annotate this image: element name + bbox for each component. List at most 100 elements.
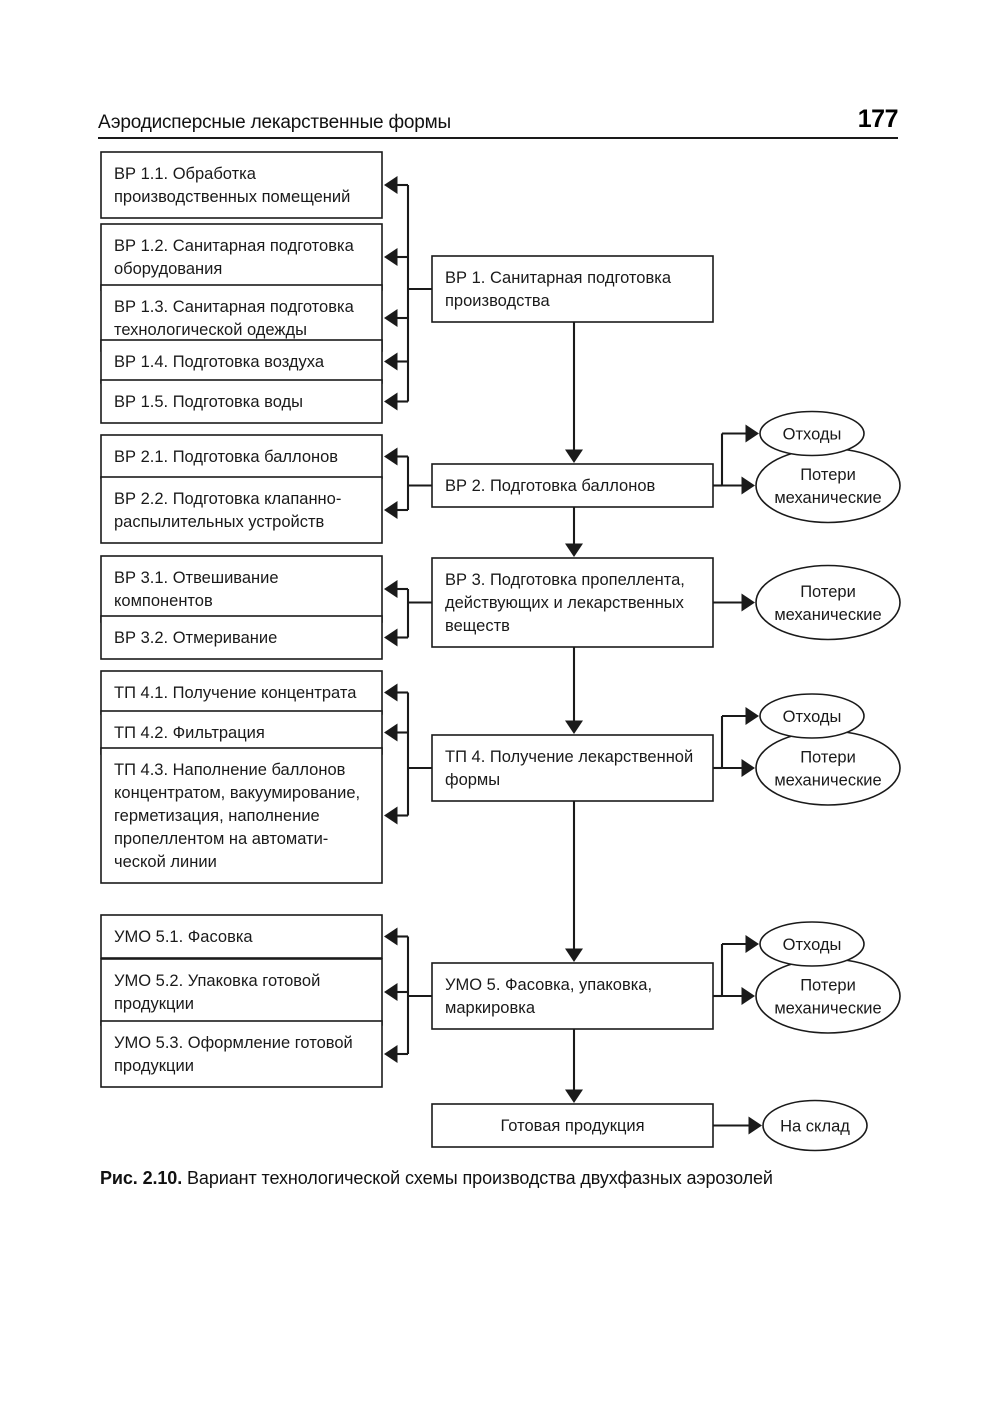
running-head-title: Аэродисперсные лекарственные формы [98, 112, 451, 133]
output-vr2-1-shape [759, 410, 865, 457]
main-node-umo5-line-0: УМО 5. Фасовка, упаковка, [445, 976, 652, 994]
trunk-arrowhead-vr1-to-vr2 [565, 449, 583, 463]
substep-umo5-3-line-0: УМО 5.3. Оформление готовой [114, 1034, 353, 1052]
main-node-tp4-line-1: формы [445, 771, 500, 789]
feeder-arrowhead-umo5-1 [384, 927, 398, 946]
main-node-tp4-shape [431, 734, 714, 802]
substep-vr1-1-shape [100, 151, 383, 219]
substep-vr2-2-line-1: распылительных устройств [114, 513, 325, 531]
substep-vr1-1-line-0: ВР 1.1. Обработка [114, 165, 257, 183]
substep-umo5-1-line-0: УМО 5.1. Фасовка [114, 928, 253, 946]
substep-tp4-3-shape [100, 747, 383, 884]
feeder-arrowhead-tp4-1 [384, 683, 398, 702]
feeder-arrowhead-vr3-1 [384, 580, 398, 598]
page-number: 177 [857, 105, 899, 133]
substep-tp4-3-line-3: пропеллентом на автомати- [114, 830, 328, 848]
substep-vr3-2-line-0: ВР 3.2. Отмеривание [114, 629, 277, 647]
figure-caption-label: Рис. 2.10. [100, 1168, 183, 1188]
out-arrowhead-vr3-1 [741, 593, 755, 612]
feeder-arrowhead-vr2-1 [384, 447, 398, 466]
feeder-arrowhead-vr1-2 [384, 248, 398, 266]
substep-vr2-1-shape [100, 434, 383, 479]
substep-vr1-5-line-0: ВР 1.5. Подготовка воды [114, 393, 303, 411]
output-vr2-2-shape [755, 447, 901, 524]
header-divider [98, 137, 898, 139]
output-umo5-1-line-0: Отходы [783, 936, 842, 954]
output-final-1-shape [762, 1099, 868, 1152]
output-vr3-1-line-1: механические [774, 606, 881, 624]
main-node-final-shape [431, 1103, 714, 1148]
substep-tp4-3: ТП 4.3. Наполнение баллоновконцентратом,… [100, 747, 383, 884]
substep-umo5-1: УМО 5.1. Фасовка [100, 914, 383, 959]
substep-vr1-2-shape [100, 223, 383, 291]
running-head: Аэродисперсные лекарственные формы 177 [98, 100, 899, 134]
feeder-arrowhead-umo5-2 [384, 983, 398, 1001]
substep-tp4-1-shape [100, 670, 383, 715]
substep-vr2-1-line-0: ВР 2.1. Подготовка баллонов [114, 448, 338, 466]
main-node-umo5: УМО 5. Фасовка, упаковка, маркировка [431, 962, 714, 1030]
output-umo5-1: Отходы [759, 921, 865, 967]
main-node-vr3-line-2: веществ [445, 617, 510, 635]
out-arrowhead-umo5-2 [741, 987, 755, 1005]
feeder-arrowhead-tp4-3 [384, 806, 398, 825]
out-arrowhead-umo5-1 [745, 935, 759, 953]
substep-vr3-2-shape [100, 615, 383, 660]
substep-umo5-3-line-1: продукции [114, 1057, 194, 1075]
main-node-vr1-line-0: ВР 1. Санитарная подготовка [445, 269, 672, 287]
output-tp4-1-shape [759, 693, 865, 739]
main-node-final: Готовая продукция [431, 1103, 714, 1148]
main-node-vr2-shape [431, 463, 714, 508]
trunk-arrowhead-tp4-to-umo5 [565, 948, 583, 962]
out-arrowhead-vr2-2 [741, 476, 755, 495]
main-node-umo5-line-1: маркировка [445, 999, 536, 1017]
substep-vr1-2-line-0: ВР 1.2. Санитарная подготовка [114, 237, 355, 255]
main-node-vr2: ВР 2. Подготовка баллонов [431, 463, 714, 508]
substep-vr1-2: ВР 1.2. Санитарная подготовкаоборудовани… [100, 223, 383, 291]
feeder-arrowhead-vr2-2 [384, 501, 398, 519]
substep-vr1-1-line-1: производственных помещений [114, 188, 350, 206]
substep-vr3-1-line-1: компонентов [114, 592, 213, 610]
substep-vr1-3-line-0: ВР 1.3. Санитарная подготовка [114, 298, 355, 316]
substep-vr1-4-line-0: ВР 1.4. Подготовка воздуха [114, 353, 325, 371]
substep-tp4-2-line-0: ТП 4.2. Фильтрация [114, 724, 265, 742]
out-arrowhead-final-1 [748, 1116, 762, 1135]
output-vr2-2-line-0: Потери [800, 466, 856, 484]
substep-umo5-3: УМО 5.3. Оформление готовой продукции [100, 1020, 383, 1088]
substep-vr1-5-shape [100, 379, 383, 424]
feeder-arrowhead-vr3-2 [384, 628, 398, 647]
substep-umo5-2-line-1: продукции [114, 995, 194, 1013]
substep-vr1-4: ВР 1.4. Подготовка воздуха [100, 339, 383, 384]
output-vr3-1-line-0: Потери [800, 583, 856, 601]
substep-tp4-1: ТП 4.1. Получение концентрата [100, 670, 383, 715]
substep-umo5-2-line-0: УМО 5.2. Упаковка готовой [114, 972, 320, 990]
feeder-arrowhead-umo5-3 [384, 1045, 398, 1063]
substep-vr1-1: ВР 1.1. Обработка производственных помеще… [100, 151, 383, 219]
main-node-vr3-line-0: ВР 3. Подготовка пропеллента, [445, 571, 685, 589]
out-arrowhead-tp4-1 [745, 707, 759, 725]
output-tp4-2-shape [755, 730, 901, 806]
substep-vr2-2-shape [100, 476, 383, 544]
feeder-arrowhead-tp4-2 [384, 723, 398, 742]
output-umo5-2-line-0: Потери [800, 977, 856, 995]
output-final-1: На склад [762, 1099, 868, 1152]
output-final-1-line-0: На склад [780, 1118, 850, 1136]
output-umo5-2-shape [755, 958, 901, 1034]
substep-tp4-3-line-4: ческой линии [114, 853, 217, 871]
figure-caption-text: Вариант технологической схемы производст… [187, 1168, 773, 1188]
substep-tp4-3-line-0: ТП 4.3. Наполнение баллонов [114, 761, 346, 779]
main-node-vr3-line-1: действующих и лекарственных [445, 594, 685, 612]
substep-vr1-5: ВР 1.5. Подготовка воды [100, 379, 383, 424]
substep-vr2-2-line-0: ВР 2.2. Подготовка клапанно- [114, 490, 341, 508]
trunk-arrowhead-vr3-to-tp4 [565, 720, 583, 734]
main-node-vr3-shape [431, 557, 714, 648]
substep-vr1-4-shape [100, 339, 383, 384]
feeder-arrowhead-vr1-5 [384, 392, 398, 411]
